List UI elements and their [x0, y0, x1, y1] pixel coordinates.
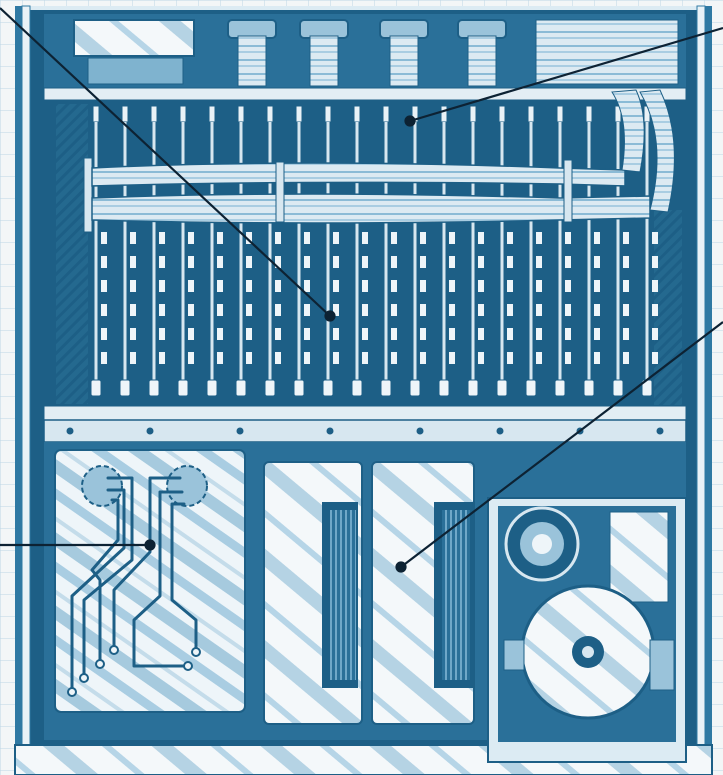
rivet: [497, 428, 504, 435]
rivet: [237, 428, 244, 435]
drive-bay-panel-right: [372, 462, 474, 724]
top-connector-tray: [44, 14, 686, 100]
disk-drive-unit: [488, 498, 686, 762]
rivet: [67, 428, 74, 435]
rivet: [417, 428, 424, 435]
rivet: [147, 428, 154, 435]
drive-bay-panel-left: [264, 462, 362, 724]
rivet: [327, 428, 334, 435]
circuit-board-panel: [55, 450, 245, 712]
rivet: [657, 428, 664, 435]
lower-bay: [44, 442, 686, 762]
